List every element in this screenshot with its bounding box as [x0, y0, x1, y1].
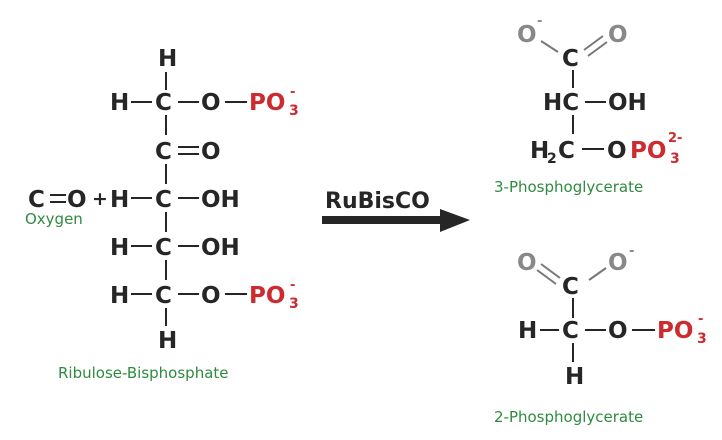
- atom-h2: H: [530, 138, 549, 164]
- atom-h-bottom: H: [158, 328, 177, 354]
- atom-o-double: O: [608, 22, 628, 48]
- bond-single: [588, 267, 607, 281]
- atom-oh: OH: [201, 235, 240, 261]
- atom-o: O: [607, 138, 627, 164]
- bond-double: [540, 263, 561, 279]
- atom-h: H: [110, 90, 129, 116]
- enzyme-label: RuBisCO: [325, 189, 430, 214]
- atom-o: O: [201, 283, 221, 309]
- atom-c: C: [558, 138, 575, 164]
- 3-phosphoglycerate-structure: O - O C HC OH H 2 C O PO 3 2- 3-Phosphog…: [494, 14, 682, 196]
- phosphate-subscript: 3: [670, 151, 680, 167]
- atom-o: O: [608, 318, 628, 344]
- oxygen-atom-o: O: [67, 187, 87, 213]
- phosphate-group: PO: [249, 90, 285, 116]
- phosphate-charge: -: [290, 85, 295, 100]
- phosphate-subscript: 3: [289, 296, 299, 312]
- atom-c: C: [155, 90, 172, 116]
- atom-c: C: [155, 283, 172, 309]
- atom-c: C: [155, 139, 172, 165]
- phosphate-charge: -: [698, 312, 703, 327]
- 2-phosphoglycerate-label: 2-Phosphoglycerate: [494, 408, 643, 426]
- atom-c: C: [562, 318, 579, 344]
- arrow-shaft: [322, 216, 442, 224]
- atom-o-minus: O: [517, 22, 537, 48]
- bond-double: [587, 41, 608, 57]
- atom-o-double: O: [517, 250, 537, 276]
- phosphate-group: PO: [657, 318, 693, 344]
- atom-o: O: [201, 90, 221, 116]
- atom-h: H: [110, 187, 129, 213]
- reaction-arrow-group: RuBisCO: [322, 189, 470, 232]
- atom-oh: OH: [608, 90, 647, 116]
- h-subscript: 2: [547, 151, 557, 167]
- 3-phosphoglycerate-label: 3-Phosphoglycerate: [494, 178, 643, 196]
- atom-o-minus: O: [608, 250, 628, 276]
- atom-h: H: [110, 283, 129, 309]
- bond-double: [536, 269, 557, 285]
- atom-c: C: [562, 274, 579, 300]
- ribulose-bisphosphate-structure: H H C O PO 3 - C O C O + H C OH Oxygen H: [25, 46, 299, 382]
- atom-hc: HC: [543, 90, 579, 116]
- charge-minus: -: [629, 244, 634, 259]
- phosphate-charge: 2-: [668, 131, 682, 146]
- atom-h: H: [518, 318, 537, 344]
- bond-single: [540, 40, 559, 53]
- atom-o: O: [201, 139, 221, 165]
- atom-h-top: H: [158, 46, 177, 72]
- bond-double: [583, 35, 604, 51]
- 2-phosphoglycerate-structure: O O - C H C O PO 3 - H 2-Phosphoglycerat…: [494, 244, 707, 426]
- atom-h: H: [110, 235, 129, 261]
- atom-c: C: [562, 46, 579, 72]
- oxygen-label: Oxygen: [25, 210, 83, 228]
- atom-c: C: [155, 187, 172, 213]
- atom-h-bottom: H: [565, 364, 584, 390]
- plus-sign: +: [92, 188, 108, 210]
- charge-minus: -: [537, 14, 542, 29]
- atom-c: C: [155, 235, 172, 261]
- phosphate-subscript: 3: [289, 103, 299, 119]
- right-arrow-icon: [440, 209, 470, 232]
- oxygen-atom-c: C: [28, 187, 45, 213]
- ribulose-label: Ribulose-Bisphosphate: [58, 364, 229, 382]
- phosphate-group: PO: [249, 283, 285, 309]
- phosphate-group: PO: [630, 138, 666, 164]
- atom-oh: OH: [201, 187, 240, 213]
- phosphate-charge: -: [290, 278, 295, 293]
- phosphate-subscript: 3: [697, 331, 707, 347]
